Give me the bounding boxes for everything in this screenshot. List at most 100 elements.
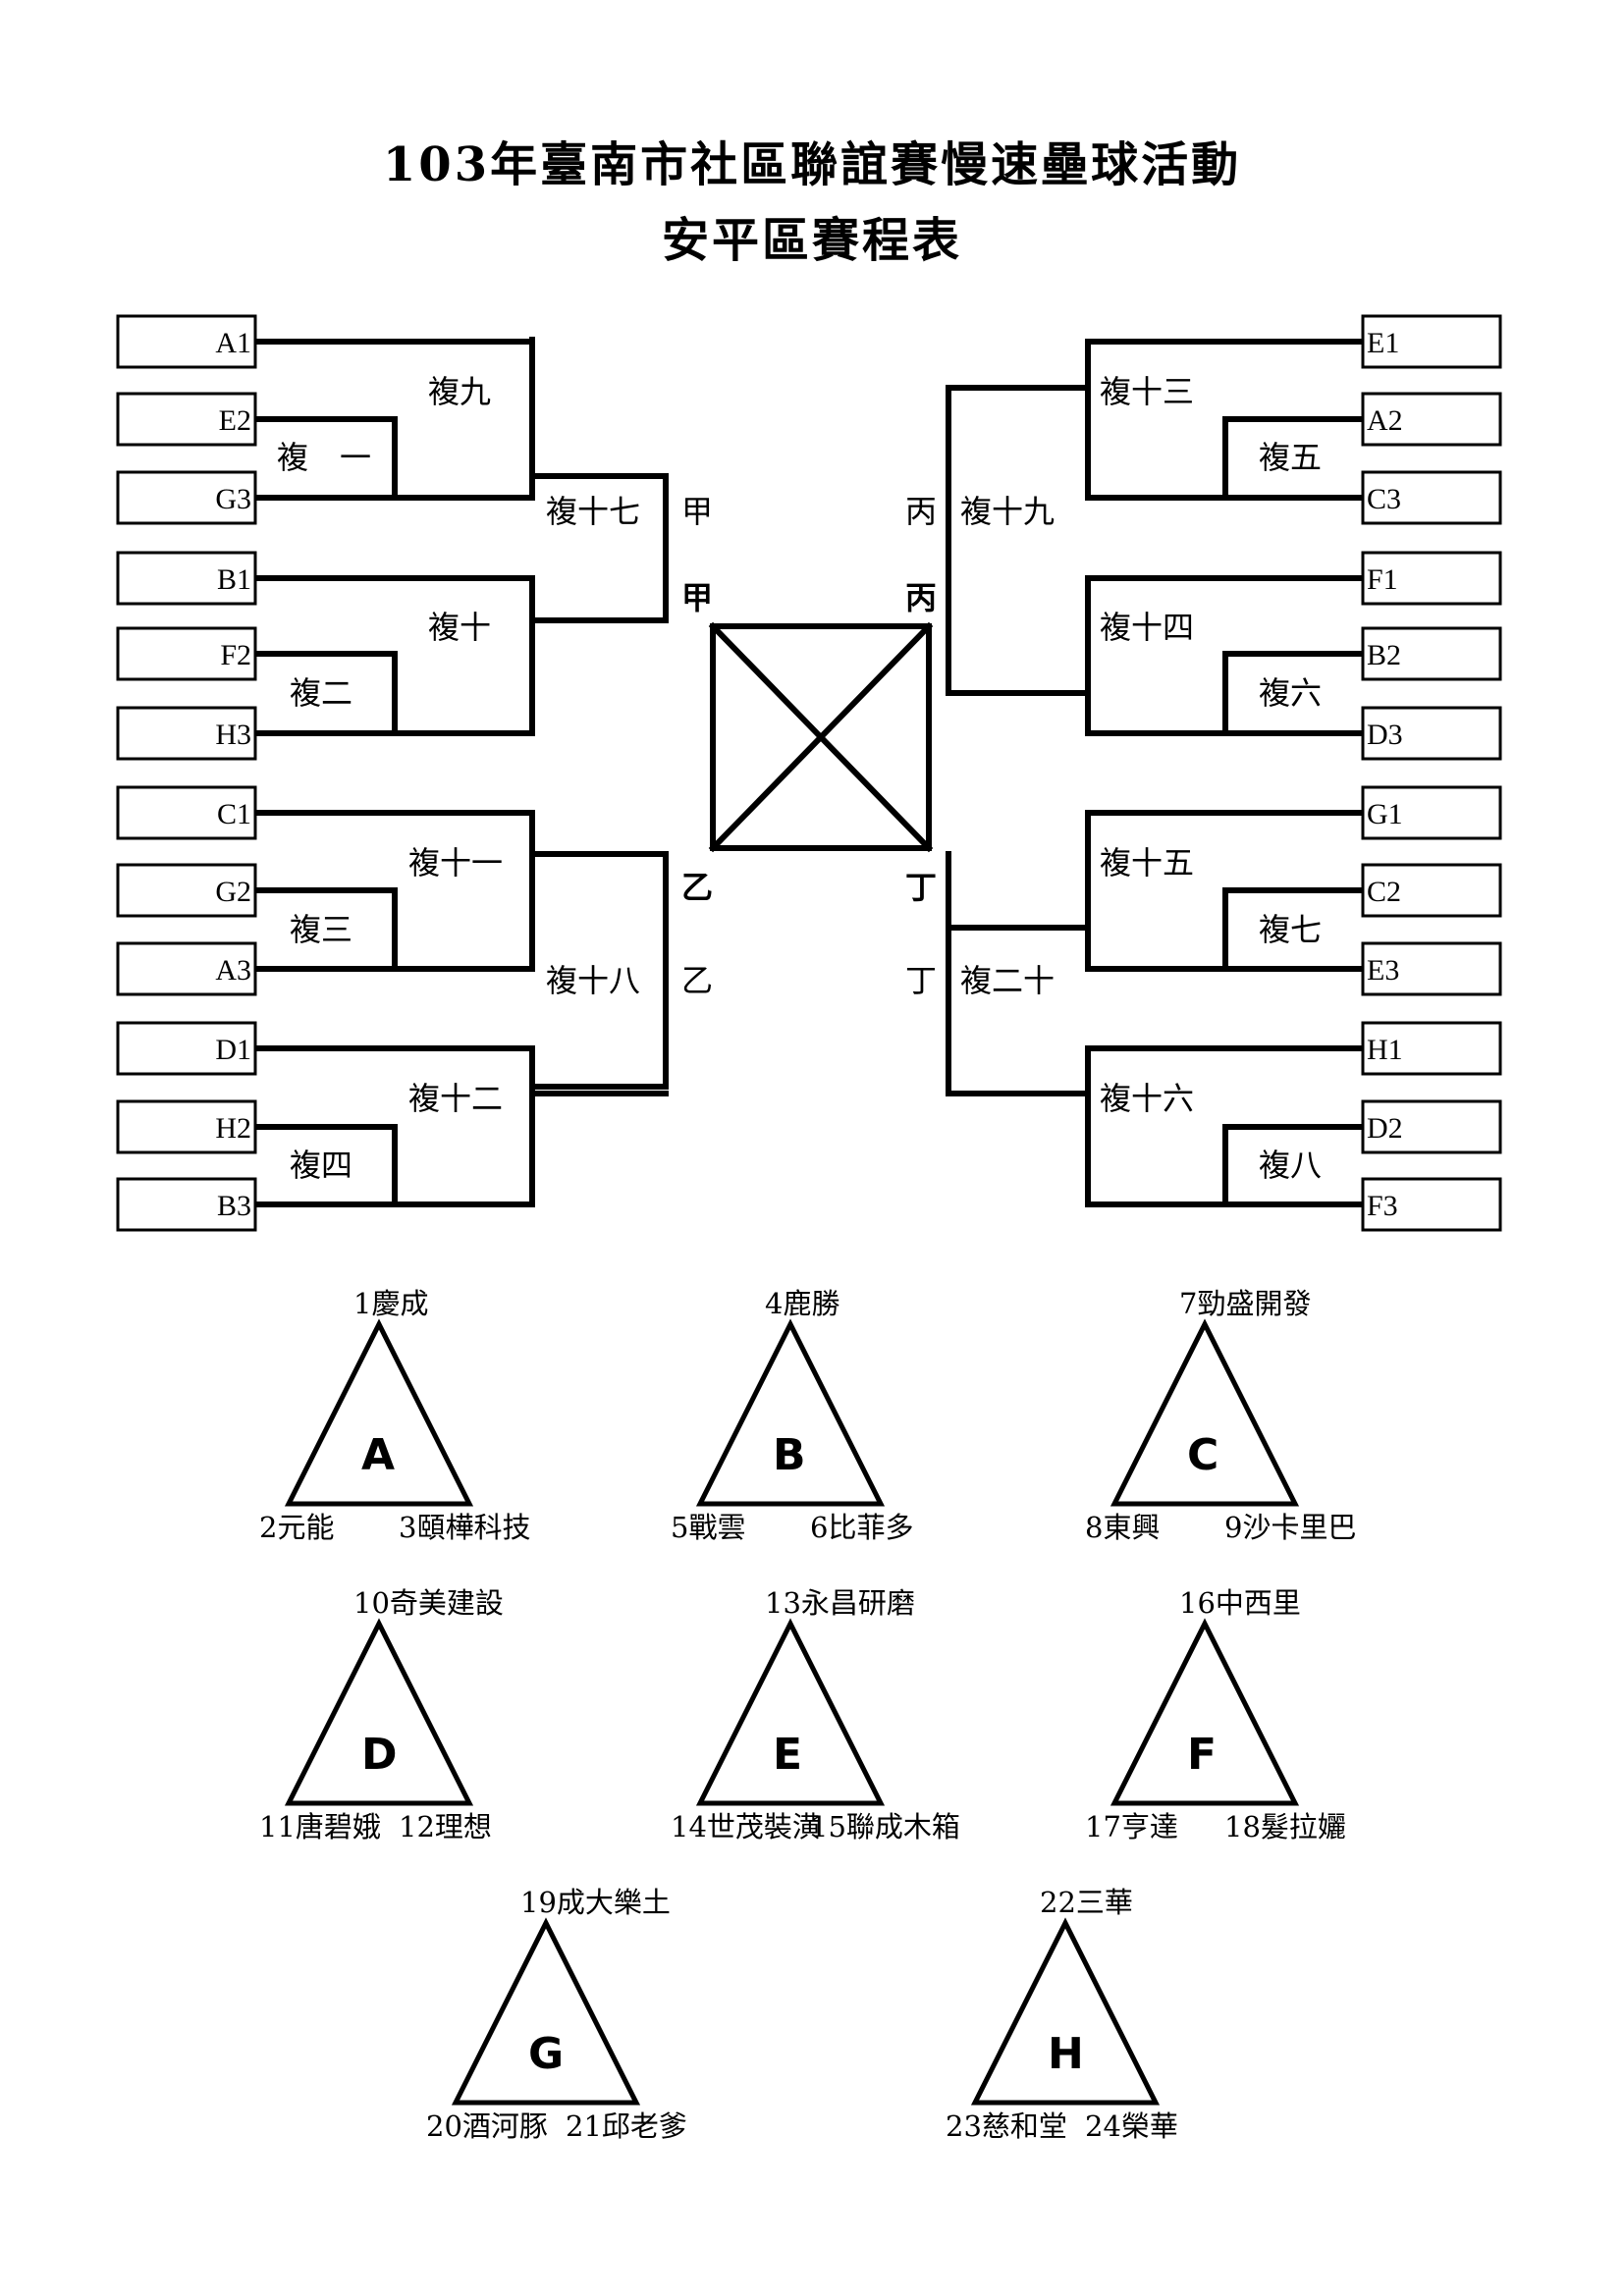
bracket-line xyxy=(1222,416,1366,501)
group-team-right: 3頤樺科技 xyxy=(399,1511,531,1544)
slot-label-F1: F1 xyxy=(1367,563,1398,596)
group-letter: G xyxy=(528,2029,565,2079)
slot-label-B2: B2 xyxy=(1367,639,1401,671)
round-label-r1: 複 一 xyxy=(277,439,371,476)
group-team-left: 8東興 xyxy=(1085,1511,1161,1544)
slot-label-G2: G2 xyxy=(215,876,251,908)
group-D: 10奇美建設 D 11唐碧娥 12理想 xyxy=(242,1580,556,1875)
bracket-line xyxy=(254,416,398,501)
group-letter: F xyxy=(1187,1730,1218,1780)
round-label-r10: 複十 xyxy=(428,609,491,646)
slot-label-E3: E3 xyxy=(1367,954,1399,987)
round-label-r20: 複二十 xyxy=(960,962,1055,999)
slot-label-C3: C3 xyxy=(1367,483,1401,515)
group-letter: H xyxy=(1048,2029,1084,2079)
slot-box-D2 xyxy=(1361,1099,1502,1154)
group-triangle xyxy=(1110,1318,1300,1507)
slot-label-F2: F2 xyxy=(220,639,251,671)
winner-mark-ding: 丁 xyxy=(905,962,937,999)
group-team-left: 17亨達 xyxy=(1085,1810,1178,1843)
slot-box-G2 xyxy=(116,863,257,918)
slot-label-D3: D3 xyxy=(1367,719,1403,751)
slot-box-F3 xyxy=(1361,1177,1502,1232)
slot-box-C1 xyxy=(116,785,257,840)
bracket-line xyxy=(254,887,398,972)
slot-box-G1 xyxy=(1361,785,1502,840)
group-letter: B xyxy=(773,1430,806,1480)
slot-label-A3: A3 xyxy=(215,954,251,987)
group-team-right: 18髮拉孋 xyxy=(1224,1810,1346,1843)
group-team-top: 4鹿勝 xyxy=(765,1287,840,1320)
slot-box-D1 xyxy=(116,1021,257,1076)
group-team-top: 10奇美建設 xyxy=(353,1586,504,1620)
slot-box-D3 xyxy=(1361,706,1502,761)
group-triangle xyxy=(695,1318,886,1507)
slot-label-C2: C2 xyxy=(1367,876,1401,908)
group-team-top: 22三華 xyxy=(1040,1886,1133,1919)
slot-box-B3 xyxy=(116,1177,257,1232)
group-letter: C xyxy=(1187,1430,1219,1480)
group-triangle xyxy=(451,1917,641,2106)
group-team-top: 7勁盛開發 xyxy=(1179,1287,1312,1320)
group-team-right: 15聯成木箱 xyxy=(810,1810,960,1843)
slot-box-F1 xyxy=(1361,551,1502,606)
group-team-top: 1慶成 xyxy=(353,1287,429,1320)
slot-box-H2 xyxy=(116,1099,257,1154)
final-box-diagonal xyxy=(708,621,934,853)
group-team-right: 12理想 xyxy=(399,1810,492,1843)
round-label-r2: 複二 xyxy=(290,674,352,712)
final-box xyxy=(710,623,932,851)
bracket-line xyxy=(254,1045,669,1096)
group-team-top: 16中西里 xyxy=(1179,1586,1301,1620)
group-team-right: 9沙卡里巴 xyxy=(1224,1511,1357,1544)
slot-label-C1: C1 xyxy=(217,798,251,830)
round-label-r3: 複三 xyxy=(290,911,352,948)
group-triangle xyxy=(284,1318,474,1507)
group-triangle xyxy=(284,1618,474,1806)
page-subtitle: 安平區賽程表 xyxy=(661,213,962,268)
round-label-r13: 複十三 xyxy=(1100,373,1194,410)
slot-box-C3 xyxy=(1361,470,1502,525)
bracket-line xyxy=(254,1124,398,1207)
slot-label-B1: B1 xyxy=(217,563,251,596)
round-label-r6: 複六 xyxy=(1259,674,1322,712)
slot-box-E2 xyxy=(116,392,257,447)
round-label-r5: 複五 xyxy=(1259,439,1322,476)
slot-label-H3: H3 xyxy=(215,719,251,751)
slot-box-A3 xyxy=(116,941,257,996)
slot-label-F3: F3 xyxy=(1367,1190,1398,1222)
bracket-line xyxy=(946,925,1366,1096)
group-C: 7勁盛開發 C 8東興 9沙卡里巴 xyxy=(1067,1281,1381,1575)
group-team-left: 23慈和堂 xyxy=(946,2109,1067,2143)
group-letter: E xyxy=(773,1730,803,1780)
slot-label-D2: D2 xyxy=(1367,1112,1403,1145)
group-triangle xyxy=(970,1917,1161,2106)
group-letter: D xyxy=(361,1730,398,1780)
bracket-line xyxy=(1222,1124,1366,1207)
bracket-line xyxy=(254,651,398,736)
group-letter: A xyxy=(361,1430,396,1480)
winner-mark-yi-bold: 乙 xyxy=(681,869,713,906)
slot-box-C2 xyxy=(1361,863,1502,918)
group-team-left: 14世茂裝潢 xyxy=(671,1810,821,1843)
round-label-r4: 複四 xyxy=(290,1147,352,1184)
slot-box-E3 xyxy=(1361,941,1502,996)
group-team-right: 21邱老爹 xyxy=(566,2109,687,2143)
round-label-r18: 複十八 xyxy=(546,962,640,999)
slot-box-G3 xyxy=(116,470,257,525)
slot-box-H1 xyxy=(1361,1021,1502,1076)
group-team-left: 11唐碧娥 xyxy=(259,1810,381,1843)
slot-label-H1: H1 xyxy=(1367,1034,1403,1066)
round-label-r7: 複七 xyxy=(1259,911,1322,948)
round-label-r15: 複十五 xyxy=(1100,844,1194,881)
group-team-left: 5戰雲 xyxy=(671,1511,746,1544)
winner-mark-bing: 丙 xyxy=(905,493,937,530)
slot-label-G3: G3 xyxy=(215,483,251,515)
group-F: 16中西里 F 17亨達 18髮拉孋 xyxy=(1067,1580,1381,1875)
bracket-line xyxy=(254,575,669,698)
